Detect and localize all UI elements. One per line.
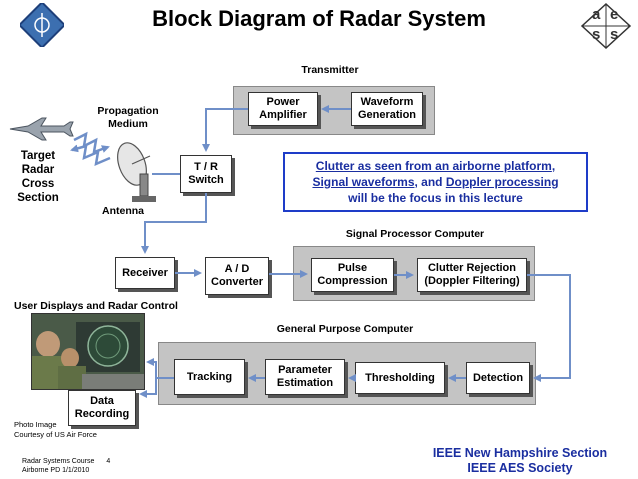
detection-block: Detection <box>466 362 530 394</box>
antenna-label: Antenna <box>102 205 144 217</box>
thresholding-block: Thresholding <box>355 362 445 394</box>
note-link-doppler: Doppler processing <box>445 175 559 189</box>
transmitter-label: Transmitter <box>301 64 359 76</box>
data-recording-block: Data Recording <box>68 390 136 426</box>
propagation-medium-label: Propagation Medium <box>97 105 159 130</box>
course-name: Radar Systems Course <box>22 458 95 465</box>
logo-letter-e: e <box>610 6 619 23</box>
clutter-rejection-block: Clutter Rejection (Doppler Filtering) <box>417 258 527 292</box>
radar-operators-photo <box>31 313 145 390</box>
aess-logo: a e s s <box>580 2 632 50</box>
note-sep1: , <box>551 159 556 173</box>
logo-letter-a: a <box>592 6 601 23</box>
logo-letter-s2: s <box>610 26 619 43</box>
lecture-focus-note: Clutter as seen from an airborne platfor… <box>283 152 588 212</box>
aess-logo-icon <box>580 2 632 50</box>
note-link-clutter: Clutter as seen from an airborne platfor… <box>315 159 552 173</box>
propagation-wave-back <box>70 144 111 167</box>
org-line2: IEEE AES Society <box>467 461 573 475</box>
tr-switch-block: T / R Switch <box>180 155 232 193</box>
waveform-generation-block: Waveform Generation <box>351 92 423 126</box>
antenna-dish-icon <box>112 140 164 206</box>
ieee-logo-icon <box>20 3 64 47</box>
footer-date: Airborne PD 1/1/2010 <box>22 467 90 474</box>
target-rcs-label: Target Radar Cross Section <box>17 150 59 204</box>
org-line1: IEEE New Hampshire Section <box>432 446 608 460</box>
note-link-waveforms: Signal waveforms <box>312 175 415 189</box>
footer-course: Radar Systems Course 4 <box>22 457 110 467</box>
user-displays-label: User Displays and Radar Control <box>14 300 178 312</box>
signal-processor-label: Signal Processor Computer <box>345 228 485 240</box>
note-sep2: , and <box>414 175 446 189</box>
propagation-wave-out <box>73 131 110 154</box>
page-title: Block Diagram of Radar System <box>152 6 486 31</box>
ad-converter-block: A / D Converter <box>205 257 269 295</box>
aircraft-icon <box>8 116 74 142</box>
parameter-estimation-block: Parameter Estimation <box>265 359 345 395</box>
tracking-block: Tracking <box>174 359 245 395</box>
logo-letter-s1: s <box>592 26 601 43</box>
ieee-logo <box>20 3 64 47</box>
page-number: 4 <box>106 458 111 465</box>
note-line3: will be the focus in this lecture <box>348 191 523 205</box>
pulse-compression-block: Pulse Compression <box>311 258 394 292</box>
power-amplifier-block: Power Amplifier <box>248 92 318 126</box>
footer-org: IEEE New Hampshire Section IEEE AES Soci… <box>420 446 620 476</box>
receiver-block: Receiver <box>115 257 175 289</box>
general-purpose-label: General Purpose Computer <box>276 323 414 335</box>
photo-credit: Photo Image Courtesy of US Air Force <box>14 420 97 439</box>
